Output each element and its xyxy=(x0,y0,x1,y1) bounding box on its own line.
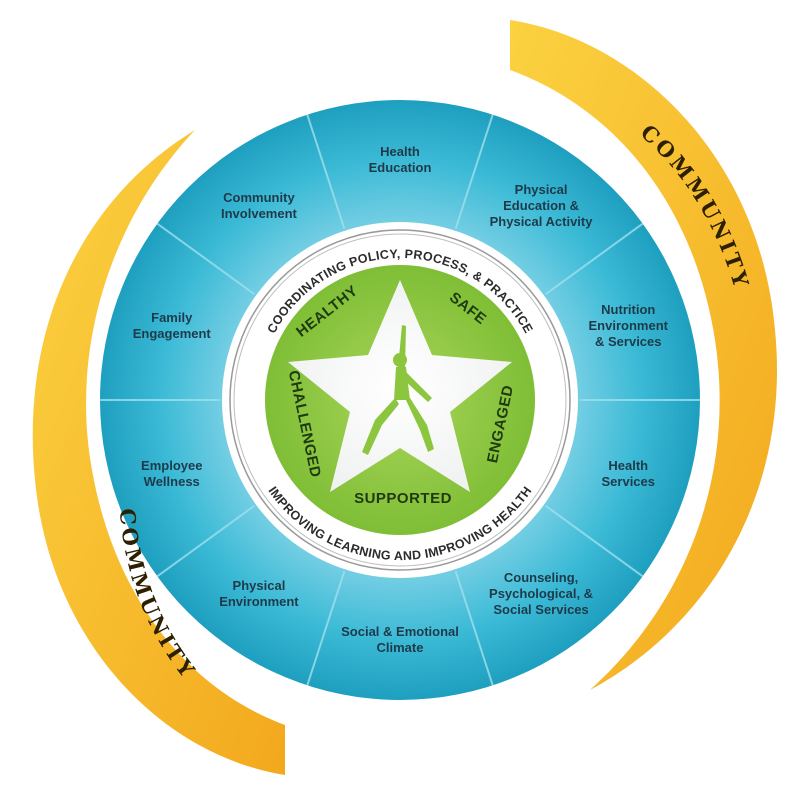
segment-divider xyxy=(156,504,255,578)
component-label-line: Psychological, & xyxy=(489,586,593,601)
community-band-bottom xyxy=(32,130,286,775)
component-label-line: Health xyxy=(608,458,648,473)
component-label-line: Social Services xyxy=(493,602,588,617)
jumping-student-figure xyxy=(362,325,434,455)
component-label-line: Nutrition xyxy=(601,302,655,317)
segment-divider xyxy=(454,114,494,230)
component-label-line: Wellness xyxy=(144,474,200,489)
component-label-line: Employee xyxy=(141,458,202,473)
community-band-top xyxy=(510,20,778,690)
component-label-line: Education xyxy=(369,160,432,175)
component-label-line: Engagement xyxy=(133,326,212,341)
component-label-line: Environment xyxy=(589,318,669,333)
segment-divider xyxy=(306,114,346,230)
segment-divider xyxy=(156,222,255,296)
component-label-line: Community xyxy=(223,190,295,205)
segment-divider xyxy=(545,504,644,578)
component-label-line: Counseling, xyxy=(504,570,578,585)
component-label-line: Health xyxy=(380,144,420,159)
segment-divider xyxy=(306,570,346,686)
component-label-line: Physical xyxy=(515,182,568,197)
segment-divider xyxy=(545,222,644,296)
component-label-line: Climate xyxy=(377,640,424,655)
component-label-line: Physical xyxy=(233,578,286,593)
component-label-line: & Services xyxy=(595,334,662,349)
component-label-line: Physical Activity xyxy=(490,214,594,229)
component-label-line: Services xyxy=(602,474,656,489)
component-label-line: Social & Emotional xyxy=(341,624,459,639)
component-label-line: Education & xyxy=(503,198,579,213)
component-label-line: Involvement xyxy=(221,206,298,221)
component-label: Counseling,Psychological, &Social Servic… xyxy=(489,570,593,617)
segment-divider xyxy=(454,570,494,686)
star-word-supported: SUPPORTED xyxy=(354,490,452,507)
component-label-line: Environment xyxy=(219,594,299,609)
component-label-line: Family xyxy=(151,310,193,325)
